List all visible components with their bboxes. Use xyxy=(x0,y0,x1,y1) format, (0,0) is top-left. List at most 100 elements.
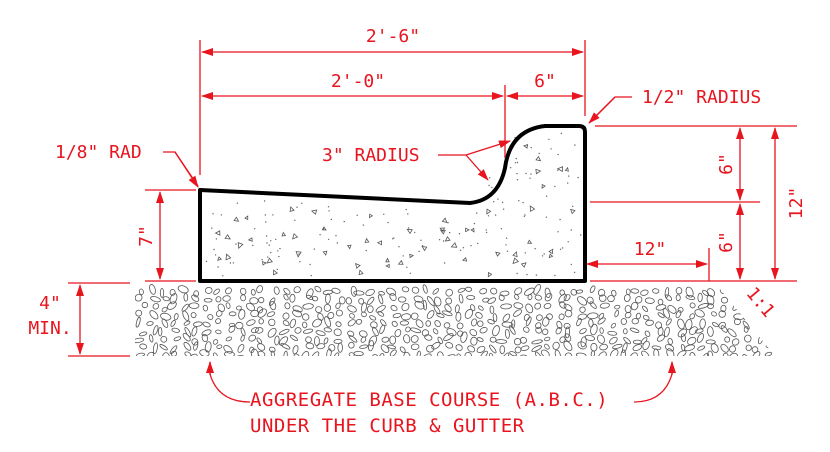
gravel-pebble xyxy=(642,314,650,321)
concrete-speck xyxy=(270,251,272,254)
gravel-pebble xyxy=(501,321,514,328)
concrete-speck xyxy=(530,173,532,175)
gravel-pebble xyxy=(432,288,440,295)
gravel-pebble xyxy=(751,346,759,353)
gravel-pebble xyxy=(149,334,154,343)
gravel-pebble xyxy=(514,287,523,295)
gravel-pebble xyxy=(246,302,255,312)
concrete-aggregate-mark xyxy=(461,257,468,262)
gravel-pebble xyxy=(425,320,432,327)
gravel-pebble xyxy=(533,284,541,295)
gravel-pebble xyxy=(510,319,516,329)
gravel-pebble xyxy=(335,321,342,327)
gravel-pebble xyxy=(554,349,561,356)
gravel-pebble xyxy=(347,330,355,337)
gravel-pebble xyxy=(202,304,209,312)
concrete-speck xyxy=(535,274,538,276)
concrete-speck xyxy=(393,237,395,239)
concrete-speck xyxy=(443,262,446,264)
gravel-pebble xyxy=(270,350,275,356)
gravel-pebble xyxy=(563,322,571,330)
gravel-pebble xyxy=(629,352,638,356)
gravel-pebble xyxy=(732,301,741,311)
gravel-pebble xyxy=(460,331,468,343)
gravel-pebble xyxy=(136,352,146,356)
gravel-pebble xyxy=(677,318,685,330)
gravel-pebble xyxy=(623,336,631,345)
gravel-pebble xyxy=(328,344,336,352)
gravel-pebble xyxy=(431,341,441,350)
gravel-pebble xyxy=(389,292,397,302)
gravel-pebble xyxy=(278,336,289,346)
gravel-pebble xyxy=(586,296,594,305)
gravel-pebble xyxy=(269,346,276,353)
gravel-pebble xyxy=(720,343,729,353)
concrete-aggregate-mark xyxy=(295,251,302,258)
concrete-speck xyxy=(470,245,472,247)
concrete-speck xyxy=(335,235,337,237)
curb-lower-height-label: 6" xyxy=(716,231,737,253)
gravel-pebble xyxy=(666,348,675,356)
gravel-pebble xyxy=(213,288,220,295)
gravel-pebble xyxy=(612,343,623,350)
concrete-aggregate-mark xyxy=(266,257,273,264)
gravel-pebble xyxy=(368,335,378,347)
concrete-speck xyxy=(420,239,422,241)
gravel-pebble xyxy=(718,321,726,329)
concrete-speck xyxy=(310,274,312,277)
concrete-speck xyxy=(541,255,544,257)
gravel-pebble xyxy=(305,342,315,350)
curb-top-width-label: 6" xyxy=(534,71,556,92)
concrete-speck xyxy=(442,240,445,242)
gravel-pebble xyxy=(456,322,464,330)
concrete-speck xyxy=(493,201,495,203)
gravel-pebble xyxy=(514,294,520,300)
gravel-pebble xyxy=(413,295,424,303)
gravel-pebble xyxy=(433,296,442,307)
gravel-pebble xyxy=(256,285,263,294)
gravel-pebble xyxy=(215,329,222,335)
concrete-aggregate-mark xyxy=(439,229,446,235)
concrete-speck xyxy=(301,202,303,204)
concrete-aggregate-mark xyxy=(237,242,244,249)
concrete-speck xyxy=(277,250,279,252)
concrete-speck xyxy=(538,152,540,155)
gravel-pebble xyxy=(495,339,508,344)
gravel-pebble xyxy=(326,348,332,356)
gravel-pebble xyxy=(415,319,424,328)
gravel-pebble xyxy=(664,344,675,352)
gravel-pebble xyxy=(689,326,698,335)
gravel-pebble xyxy=(607,330,618,336)
concrete-speck xyxy=(518,200,520,202)
gravel-pebble xyxy=(502,313,511,322)
gravel-pebble xyxy=(685,294,696,301)
gravel-pebble xyxy=(610,322,616,329)
gravel-pebble xyxy=(609,336,618,345)
concrete-speck xyxy=(505,237,508,239)
gravel-pebble xyxy=(293,286,301,294)
gravel-pebble xyxy=(490,287,498,295)
concrete-aggregate-mark xyxy=(529,205,536,212)
gravel-pebble xyxy=(161,318,169,328)
gravel-pebble xyxy=(645,319,654,326)
concrete-speck xyxy=(534,248,536,250)
gravel-pebble xyxy=(729,352,739,356)
gravel-pebble xyxy=(500,303,512,310)
gravel-pebble xyxy=(294,327,302,334)
gravel-pebble xyxy=(685,319,693,331)
gravel-pebble xyxy=(589,301,597,309)
concrete-aggregate-mark xyxy=(244,215,249,221)
gravel-pebble xyxy=(445,297,453,305)
gravel-pebble xyxy=(525,303,534,314)
gravel-pebble xyxy=(266,311,276,318)
gravel-pebble xyxy=(689,302,696,309)
gravel-pebble xyxy=(437,351,444,356)
gravel-pebble xyxy=(765,343,775,349)
concrete-aggregate-mark xyxy=(376,240,382,246)
gravel-pebble xyxy=(719,287,728,295)
gravel-pebble xyxy=(622,328,628,335)
gravel-pebble xyxy=(699,318,706,329)
concrete-speck xyxy=(299,261,301,263)
gravel-pebble xyxy=(555,327,562,335)
gravel-pebble xyxy=(685,286,694,298)
